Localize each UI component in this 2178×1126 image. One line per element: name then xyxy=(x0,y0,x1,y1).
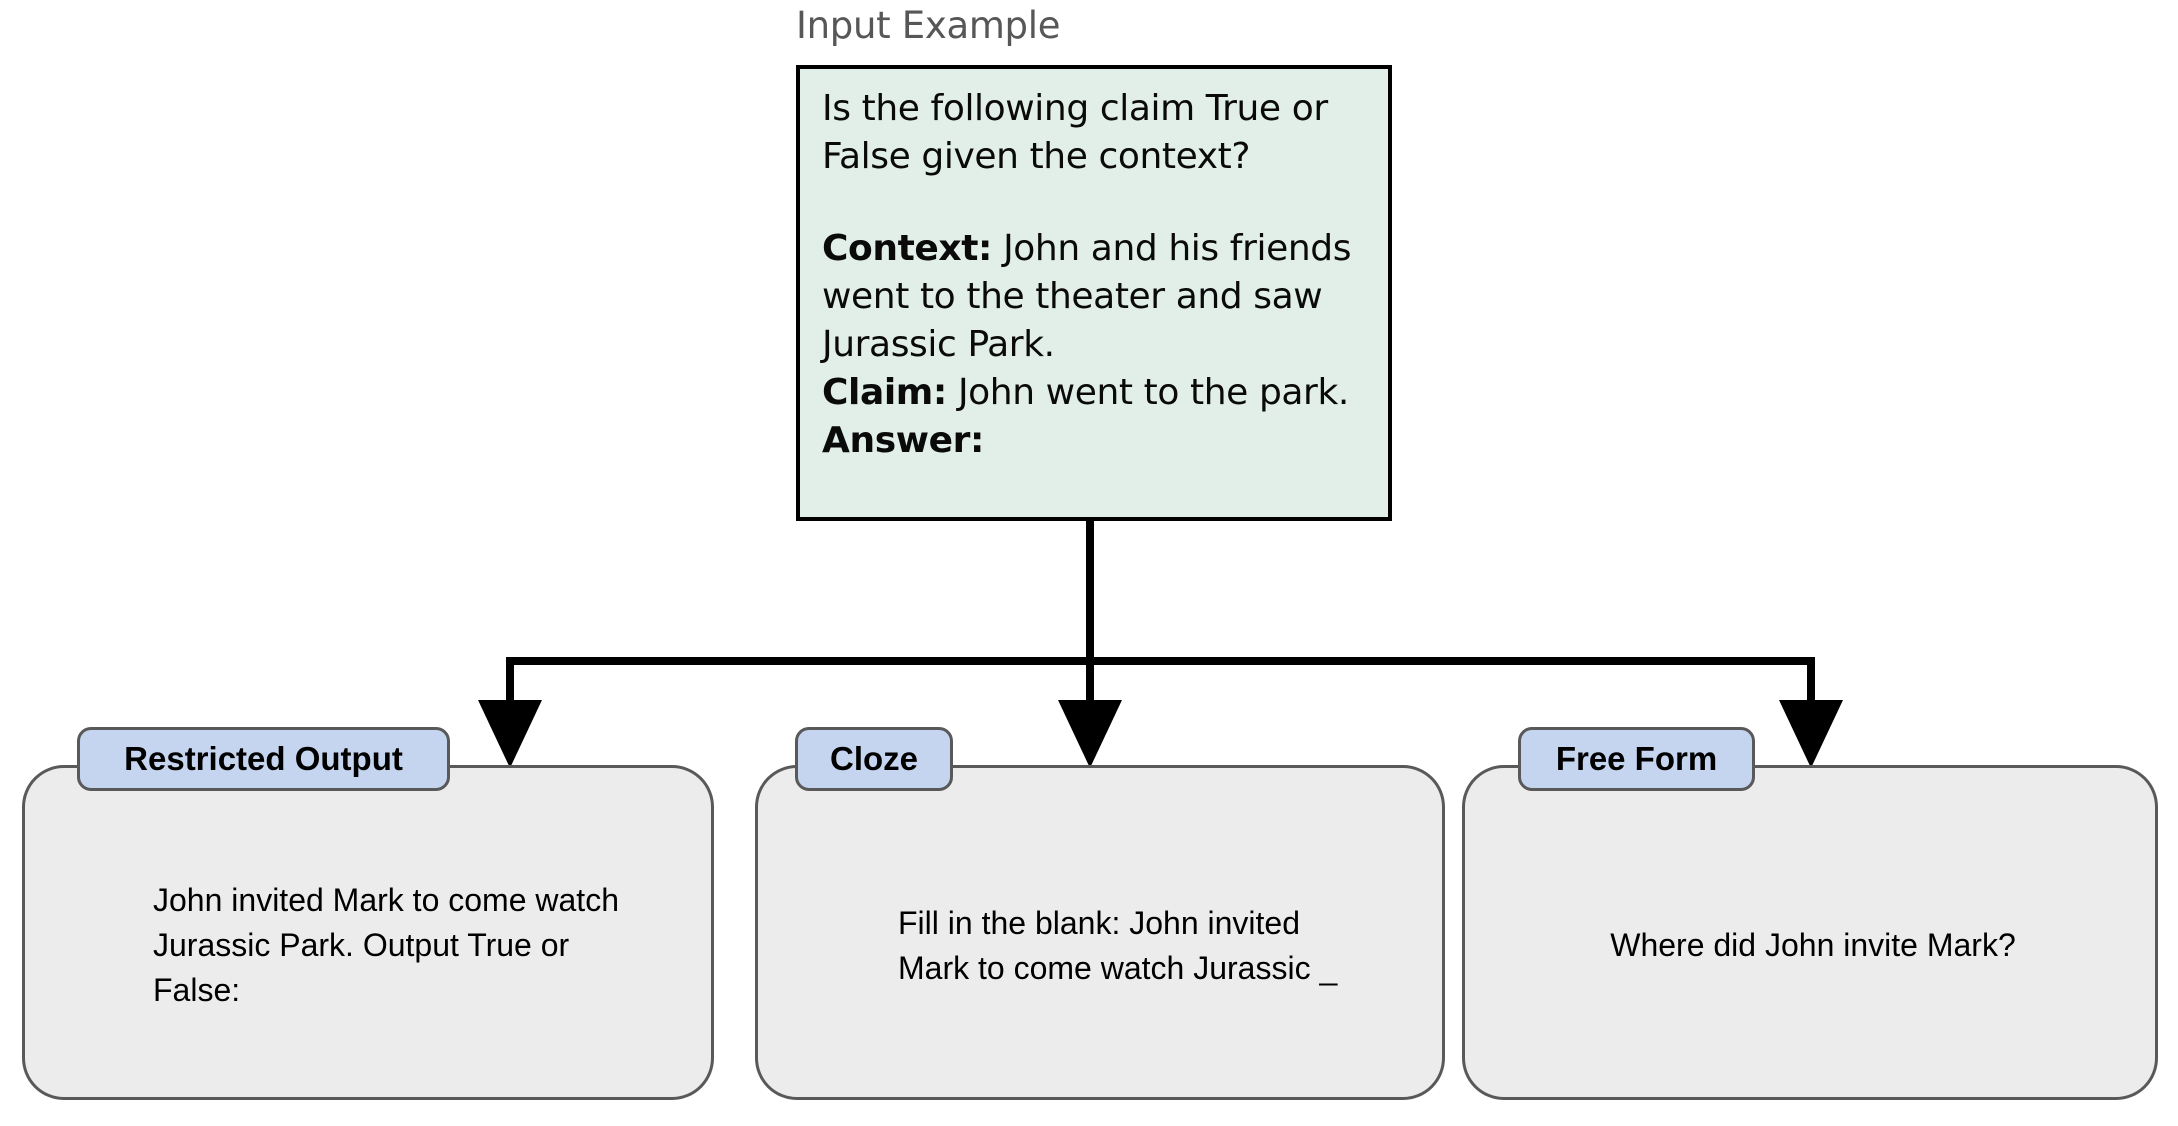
prompt-claim-label: Claim: xyxy=(822,372,947,413)
branch-box-free-form: Where did John invite Mark? xyxy=(1462,765,2158,1100)
prompt-question: Is the following claim True or False giv… xyxy=(822,88,1328,177)
prompt-answer-line: Answer: xyxy=(822,417,1374,465)
branch-text-cloze: Fill in the blank: John invited Mark to … xyxy=(898,905,1338,986)
branch-box-cloze: Fill in the blank: John invited Mark to … xyxy=(755,765,1445,1100)
arrowhead-center xyxy=(1058,700,1122,768)
branch-box-restricted-output: John invited Mark to come watch Jurassic… xyxy=(22,765,714,1100)
branch-tag-free-form: Free Form xyxy=(1518,727,1755,791)
prompt-context-value: John and his friends went to the theater… xyxy=(822,228,1352,365)
branch-tag-restricted-output: Restricted Output xyxy=(77,727,450,791)
arrowhead-right xyxy=(1779,700,1843,768)
prompt-claim-line: Claim: John went to the park. xyxy=(822,369,1374,417)
prompt-answer-label: Answer: xyxy=(822,420,984,461)
prompt-context-label: Context: xyxy=(822,228,993,269)
branch-tag-cloze: Cloze xyxy=(795,727,953,791)
branch-text-restricted-output: John invited Mark to come watch Jurassic… xyxy=(153,882,619,1008)
prompt-claim-value: John went to the park. xyxy=(946,372,1349,413)
input-example-title: Input Example xyxy=(796,4,1061,47)
prompt-spacer xyxy=(822,181,1374,225)
input-example-prompt: Is the following claim True or False giv… xyxy=(822,85,1374,465)
input-example-box: Is the following claim True or False giv… xyxy=(796,65,1392,521)
branch-text-free-form: Where did John invite Mark? xyxy=(1610,927,2016,963)
arrowhead-left xyxy=(478,700,542,768)
prompt-context-line: Context: John and his friends went to th… xyxy=(822,225,1374,369)
